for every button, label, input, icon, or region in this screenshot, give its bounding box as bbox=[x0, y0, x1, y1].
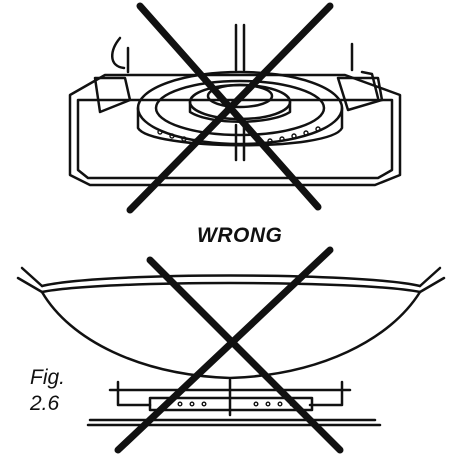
wok-on-burner-illustration bbox=[16, 266, 446, 427]
figure-number-label: Fig. 2.6 bbox=[30, 365, 90, 417]
figure-label-line2: 2.6 bbox=[30, 392, 60, 415]
wrong-label: WRONG bbox=[197, 224, 283, 247]
wrong-cross-upper bbox=[126, 2, 334, 214]
figure-label-line1: Fig. bbox=[30, 366, 66, 389]
wrong-cross-lower bbox=[114, 246, 344, 454]
